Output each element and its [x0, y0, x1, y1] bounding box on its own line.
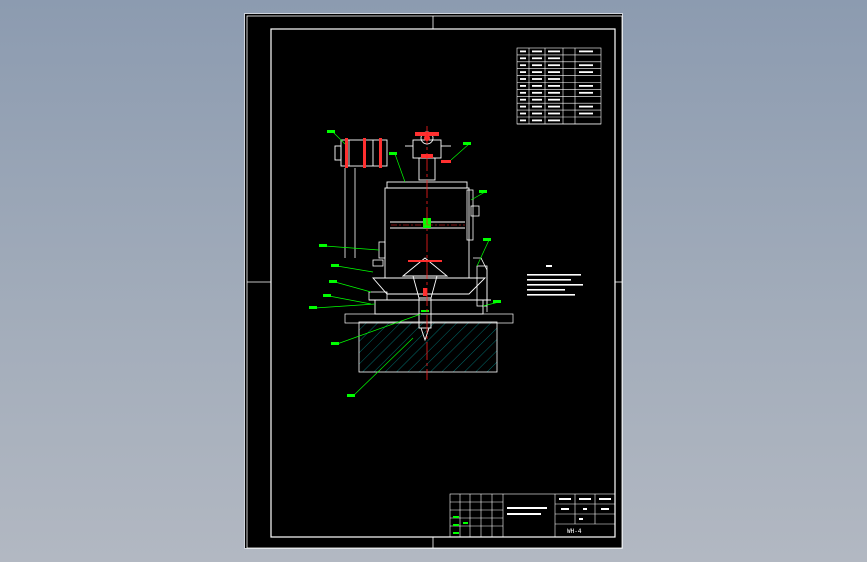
parts-list-item-no: [520, 50, 526, 53]
parts-list-item-note: [579, 50, 593, 53]
parts-list-item-note: [579, 112, 593, 115]
parts-list-item-code: [532, 71, 542, 73]
parts-list-item-code: [532, 64, 542, 67]
parts-list-item-name: [548, 71, 560, 73]
left-supports: [344, 168, 388, 301]
parts-list-item-code: [532, 105, 542, 108]
note-line: [527, 294, 575, 296]
parts-list-item-name: [548, 119, 560, 122]
title-block-green-marks: [453, 516, 468, 534]
parts-list-item-name: [548, 105, 560, 108]
drawing-frame: [270, 28, 616, 538]
leader-line: [324, 245, 380, 251]
parts-list-item-code: [532, 112, 542, 115]
basket-cone: [401, 257, 449, 342]
parts-list-item-name: [548, 78, 560, 80]
parts-list-item-name: [548, 85, 560, 87]
parts-list-item-code: [532, 57, 542, 60]
parts-list-item-no: [520, 64, 526, 67]
technical-notes: [527, 265, 583, 296]
parts-list-item-note: [579, 71, 593, 73]
parts-list-item-no: [520, 98, 526, 101]
note-line: [527, 274, 581, 276]
parts-list-item-name: [548, 50, 560, 53]
drawing-sheet: WH-4: [244, 13, 623, 549]
part-balloons: [309, 130, 501, 397]
parts-list-item-name: [548, 91, 560, 94]
part-balloon: [331, 264, 339, 267]
note-line: [527, 279, 571, 281]
part-balloon: [493, 300, 501, 303]
part-balloon: [389, 152, 397, 155]
leader-line: [470, 191, 486, 201]
cad-drawing-canvas: WH-4: [246, 15, 623, 549]
leader-line: [336, 313, 422, 345]
part-balloon: [329, 280, 337, 283]
parts-list-item-code: [532, 91, 542, 94]
parts-list-item-no: [520, 112, 526, 115]
parts-list-item-note: [579, 85, 593, 87]
title-block: [449, 493, 616, 538]
parts-list-item-no: [520, 119, 526, 122]
title-block-text-strokes: [507, 498, 611, 520]
part-balloon: [463, 142, 471, 145]
leader-line: [394, 153, 406, 183]
parts-list-item-name: [548, 112, 560, 115]
parts-list-item-no: [520, 85, 526, 87]
parts-list-item-note: [579, 105, 593, 108]
leader-line: [336, 265, 374, 273]
part-balloon: [331, 342, 339, 345]
part-balloon: [319, 244, 327, 247]
parts-list-item-code: [532, 98, 542, 101]
body-red-details: [408, 260, 442, 296]
parts-list-item-code: [532, 85, 542, 87]
centering-marks: [247, 16, 622, 548]
parts-list-table: [516, 47, 602, 125]
parts-list-item-no: [520, 105, 526, 108]
right-pipework: [466, 189, 488, 312]
note-line: [527, 284, 583, 286]
parts-list-item-name: [548, 64, 560, 67]
parts-list-item-code: [532, 119, 542, 122]
leader-line: [450, 143, 470, 161]
parts-list-item-no: [520, 71, 526, 73]
leader-line: [352, 337, 414, 397]
part-balloon: [327, 130, 335, 133]
part-balloon: [479, 190, 487, 193]
part-balloon: [309, 306, 317, 309]
part-balloon: [323, 294, 331, 297]
note-line: [527, 289, 565, 291]
drawing-number: WH-4: [567, 528, 582, 535]
leader-line: [328, 295, 372, 305]
leader-line: [332, 131, 346, 145]
part-balloon: [483, 238, 491, 241]
foundation-hatch: [344, 313, 514, 373]
parts-list-item-name: [548, 57, 560, 60]
part-leaders: [314, 131, 500, 397]
part-balloon: [347, 394, 355, 397]
leader-line: [476, 239, 490, 267]
parts-list-item-name: [548, 98, 560, 101]
parts-list-item-no: [520, 91, 526, 94]
parts-list-item-no: [520, 78, 526, 80]
parts-list-item-note: [579, 64, 593, 67]
parts-list-item-code: [532, 50, 542, 53]
leader-line: [334, 281, 372, 293]
parts-list-entries: [520, 50, 593, 122]
sheet-border: [246, 15, 623, 549]
leader-line: [314, 303, 376, 309]
side-motor-red-parts: [345, 138, 382, 168]
parts-list-item-no: [520, 57, 526, 60]
parts-list-item-code: [532, 78, 542, 80]
parts-list-item-note: [579, 91, 593, 94]
